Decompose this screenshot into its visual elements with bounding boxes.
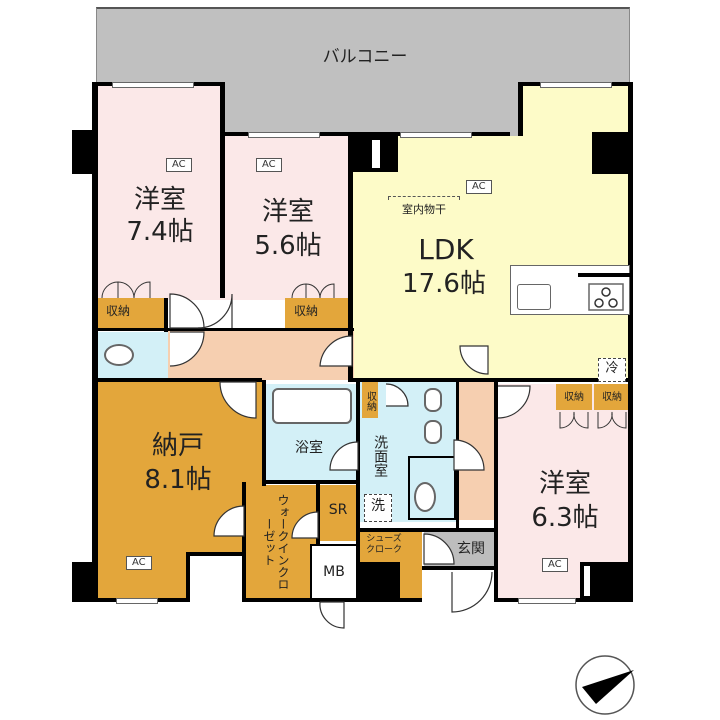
ac-western-5-6: AC (256, 158, 282, 172)
wall (92, 328, 354, 331)
wall (628, 82, 633, 602)
ac-storeroom: AC (126, 556, 152, 570)
wall (242, 598, 358, 602)
wall (422, 566, 498, 570)
column-gap (584, 566, 590, 596)
wall (242, 482, 246, 602)
wall (164, 298, 168, 332)
wall (92, 378, 262, 382)
wall (518, 82, 523, 136)
storage-2 (285, 298, 351, 328)
window (400, 132, 472, 138)
room-name-western-6-3: 洋室 (538, 469, 591, 499)
storage-5 (594, 384, 630, 410)
storage-1 (96, 298, 166, 328)
storage-label-3: 収納 (364, 391, 376, 411)
walk-in-closet (246, 485, 316, 600)
column (592, 132, 630, 174)
balcony-label: バルコニー (322, 47, 408, 67)
storeroom-notch (186, 555, 246, 605)
washroom-label: 洗面室 (372, 435, 389, 477)
window (112, 82, 194, 88)
kitchen-sink (517, 284, 551, 310)
column-gap (372, 140, 380, 168)
wall (186, 552, 246, 556)
storage-label-1: 収納 (105, 304, 130, 318)
stove-icon (588, 283, 624, 311)
bath-label: 浴室 (295, 440, 323, 456)
storage-4 (556, 384, 592, 410)
drying-rack-icon (388, 196, 460, 200)
ac-western-6-3: AC (542, 558, 568, 572)
window (116, 598, 158, 604)
sink-1 (424, 388, 442, 412)
shoe-cloak-label: シューズクローク (365, 534, 402, 555)
mb-room (310, 544, 358, 600)
sr-room (320, 485, 356, 541)
wall (186, 552, 190, 602)
window (540, 82, 612, 88)
mb-label: MB (323, 564, 345, 580)
entrance-label: 玄関 (457, 541, 485, 557)
wic-label: ウォークインクローゼット (262, 494, 290, 590)
wall (356, 380, 360, 600)
shoe-cloak (360, 532, 422, 562)
room-size-storeroom: 8.1帖 (144, 465, 212, 495)
wall (348, 132, 353, 382)
room-size-western-7-4: 7.4帖 (126, 217, 194, 247)
room-name-western-7-4: 洋室 (133, 185, 186, 215)
wall (262, 480, 360, 484)
room-name-storeroom: 納戸 (151, 431, 204, 461)
storage-label-5: 収納 (602, 392, 622, 403)
drying-label: 室内物干 (402, 203, 446, 216)
wall (494, 380, 498, 600)
storage-label-4: 収納 (564, 392, 584, 403)
column (72, 130, 98, 174)
room-size-western-5-6: 5.6帖 (254, 231, 322, 261)
bathtub (272, 388, 352, 424)
wall (92, 82, 98, 602)
shoe-cloak-lower (400, 562, 422, 598)
wall (358, 598, 422, 602)
storage-label-2: 収納 (293, 304, 318, 318)
fridge-space (598, 358, 626, 382)
storage-washroom (362, 382, 378, 418)
wall (262, 380, 266, 486)
wall (358, 528, 498, 532)
ac-ldk: AC (466, 180, 492, 194)
room-name-western-5-6: 洋室 (261, 197, 314, 227)
sr-label: SR (328, 502, 348, 518)
wall (352, 378, 630, 382)
ldk-notch-balcony (352, 84, 522, 136)
window (248, 132, 320, 138)
kitchen-backsplash (578, 273, 630, 277)
column (72, 562, 96, 602)
toilet-bowl-left (104, 344, 134, 366)
room-name-ldk: LDK (418, 233, 474, 266)
room-western-5-6 (224, 134, 352, 300)
room-size-western-6-3: 6.3帖 (531, 503, 599, 533)
compass-icon (575, 655, 635, 715)
wall (220, 82, 225, 298)
toilet-bowl-right (414, 482, 436, 512)
room-western-7-4 (96, 84, 224, 300)
washer-label: 洗 (371, 498, 385, 514)
room-size-ldk: 17.6帖 (402, 269, 486, 299)
ac-western-7-4: AC (166, 158, 192, 172)
fridge-label: 冷 (605, 361, 619, 376)
washer-space (364, 494, 392, 522)
column (360, 562, 400, 600)
sink-2 (424, 420, 442, 444)
window (518, 598, 576, 604)
